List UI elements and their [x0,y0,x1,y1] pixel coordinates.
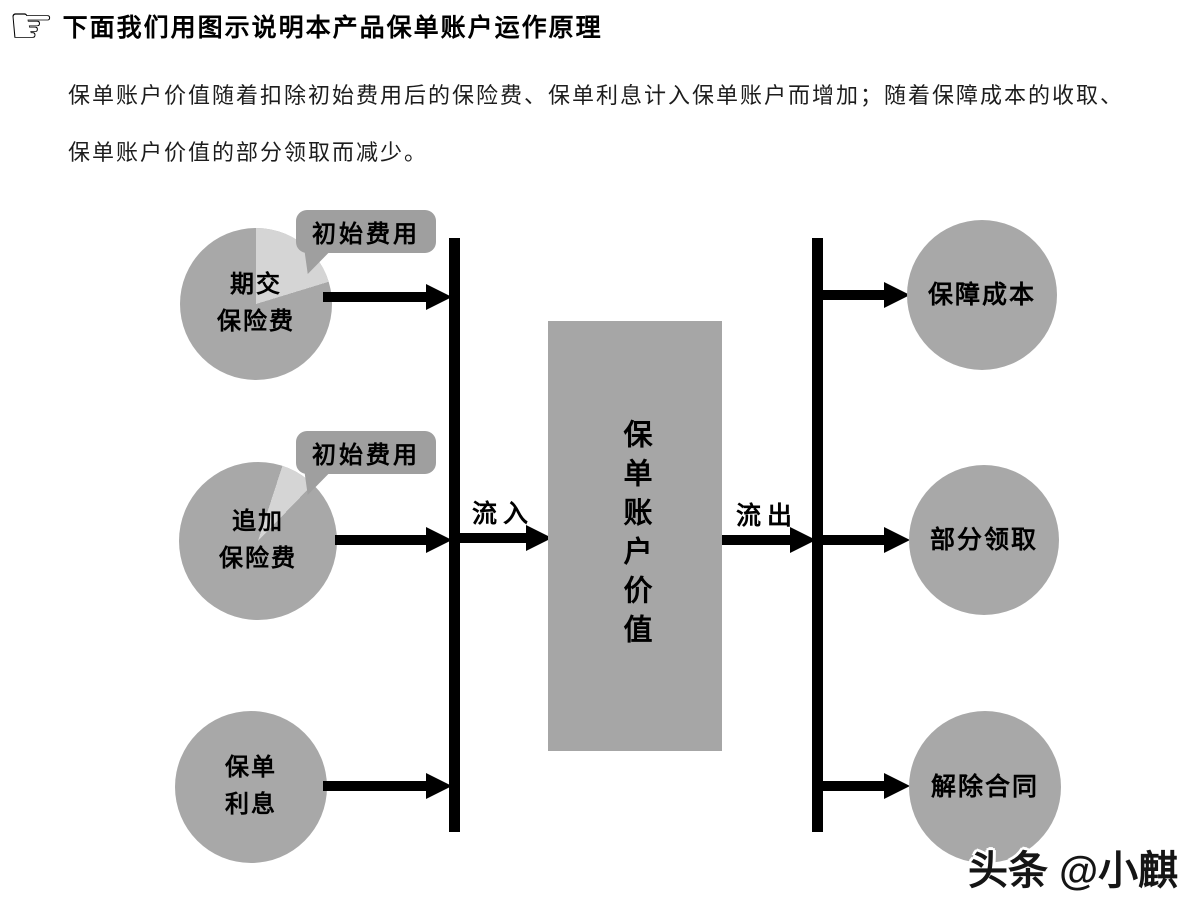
arrow-periodic-premium [323,292,434,302]
node-additional-premium-label: 追加 保险费 [219,504,297,578]
label-line: 保险费 [219,546,297,572]
node-policy-account-value-label: 保单账户价值 [619,419,651,653]
callout-initial-fee-periodic: 初始费用 [296,210,436,274]
arrowhead [426,284,452,310]
pointing-hand-icon: ☞ [8,0,55,56]
arrow-policy-interest [323,781,434,791]
label-line: 期交 [230,272,282,298]
intro-paragraph-line1: 保单账户价值随着扣除初始费用后的保险费、保单利息计入保单账户而增加；随着保障成本… [68,83,1125,108]
arrowhead [884,282,910,308]
node-contract-termination: 解除合同 [909,711,1061,863]
arrowhead [884,773,910,799]
arrow-to-partial-withdrawal [823,535,892,545]
label-line: 保单 [225,755,277,781]
arrow-outflow [722,535,798,545]
intro-paragraph: 保单账户价值随着扣除初始费用后的保险费、保单利息计入保单账户而增加；随着保障成本… [68,76,1188,190]
callout-tail [304,468,338,495]
arrowhead [426,773,452,799]
node-protection-cost-label: 保障成本 [927,281,1036,309]
inflow-label: 流入 [471,501,534,528]
arrowhead [790,527,816,553]
arrow-additional-premium [335,535,434,545]
node-contract-termination-label: 解除合同 [930,773,1039,801]
section-header: ☞ 下面我们用图示说明本产品保单账户运作原理 [8,0,603,56]
page-title: 下面我们用图示说明本产品保单账户运作原理 [62,15,603,42]
arrow-to-contract-termination [823,781,892,791]
callout-text: 初始费用 [312,222,420,248]
callout-initial-fee-additional: 初始费用 [296,431,436,495]
arrow-inflow [460,533,534,543]
arrowhead [884,527,910,553]
initial-fee-pie-slice [179,462,337,620]
outflow-distributor-bar [812,238,823,832]
arrowhead [426,527,452,553]
label-line: 利息 [225,792,277,818]
arrowhead [526,525,552,551]
intro-paragraph-line2: 保单账户价值的部分领取而减少。 [68,140,429,165]
inflow-collector-bar [449,238,460,832]
node-policy-interest: 保单 利息 [175,711,327,863]
outflow-label: 流出 [735,503,798,530]
node-policy-interest-label: 保单 利息 [225,750,277,824]
node-partial-withdrawal: 部分领取 [909,465,1059,615]
node-periodic-premium-label: 期交 保险费 [217,267,295,341]
label-line: 追加 [232,509,284,535]
node-additional-premium: 追加 保险费 [179,462,337,620]
node-policy-account-value: 保单账户价值 [548,321,722,751]
callout-tail [304,247,338,274]
initial-fee-pie-slice [180,228,332,380]
watermark: 头条 @小麒保 [968,849,1179,893]
label-line: 保险费 [217,309,295,335]
node-protection-cost: 保障成本 [907,220,1057,370]
node-partial-withdrawal-label: 部分领取 [929,526,1038,554]
arrow-to-protection-cost [823,290,892,300]
callout-text: 初始费用 [312,443,420,469]
node-periodic-premium: 期交 保险费 [180,228,332,380]
